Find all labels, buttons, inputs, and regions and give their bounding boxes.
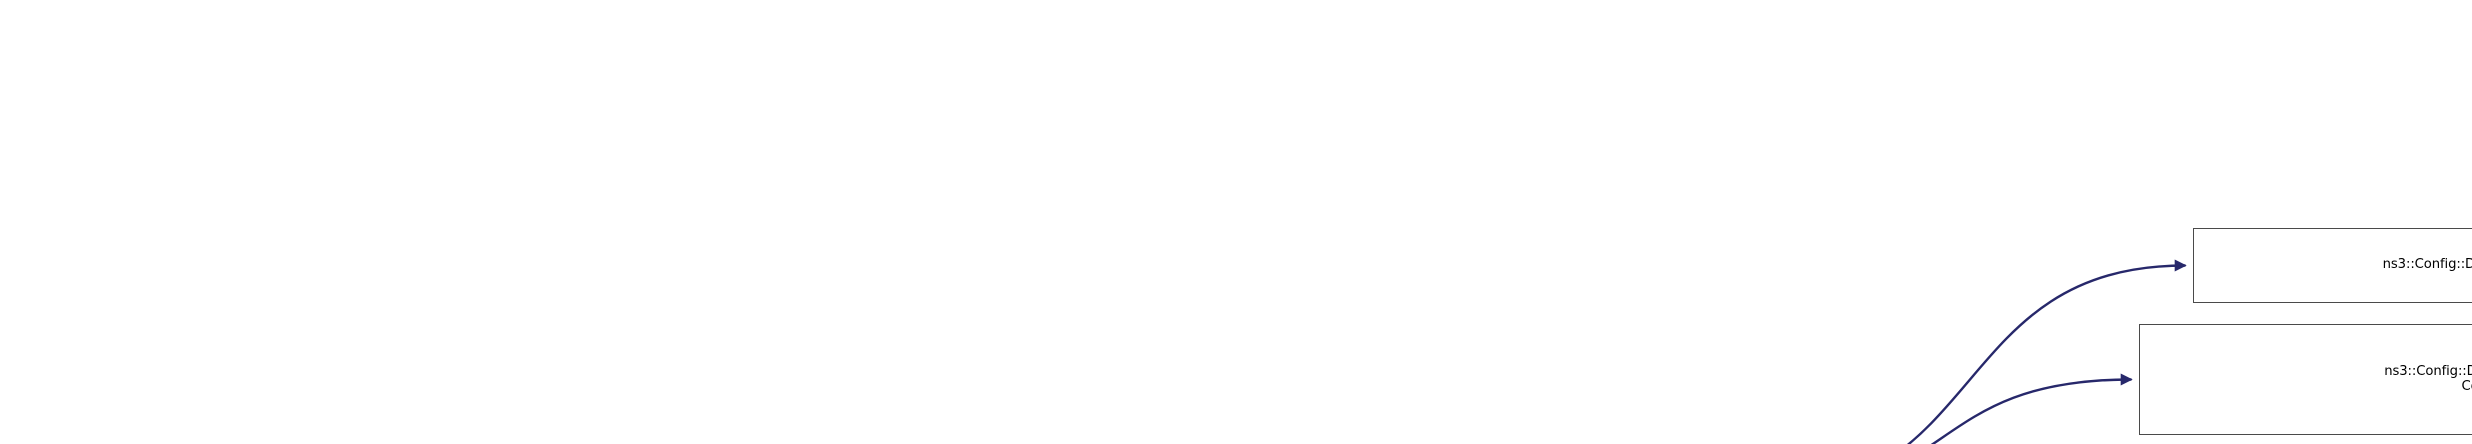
graph-edge bbox=[1930, 373, 2133, 444]
graph-node[interactable]: ns3::Config::DisconnectWithout Context bbox=[2139, 324, 2472, 435]
graph-node[interactable]: ns3::Config::Disconnect bbox=[2193, 228, 2472, 303]
graph-edge bbox=[1906, 259, 2187, 444]
